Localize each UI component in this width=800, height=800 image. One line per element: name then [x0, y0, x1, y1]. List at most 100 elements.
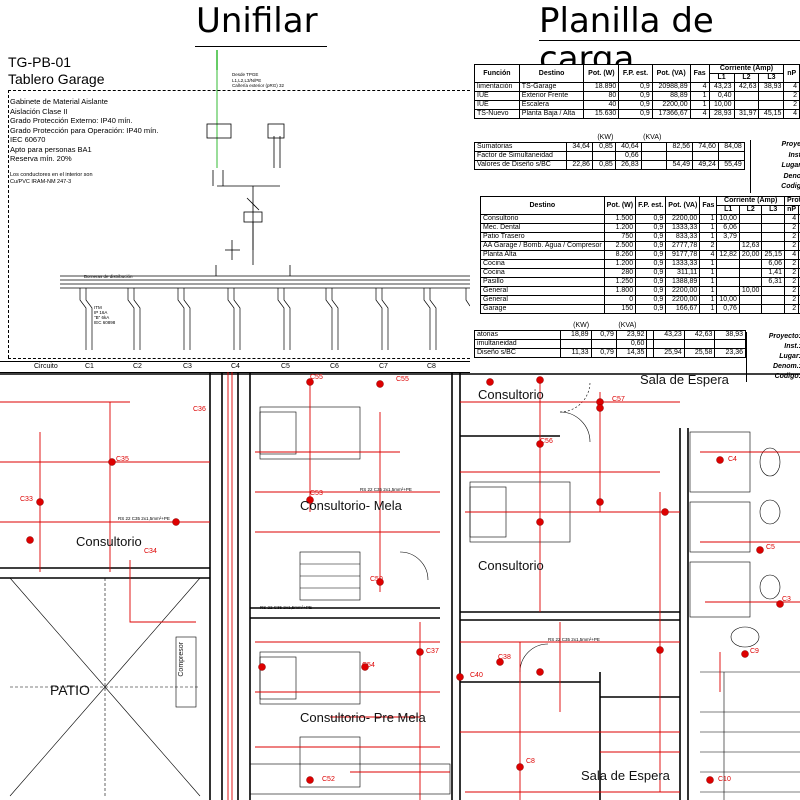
- table-cell: 1333,33: [665, 259, 701, 269]
- table-cell: 10,00: [738, 286, 763, 296]
- table-cell: Diseño s/BC: [474, 348, 561, 358]
- floor-plan: Consultorio Consultorio- Mela Consultori…: [0, 372, 800, 800]
- load-table-2: Destino Pot. (W) F.P. est. Pot. (VA) Fas…: [480, 196, 800, 314]
- board-name: Tablero Garage: [8, 71, 105, 87]
- table-cell: 0,9: [635, 259, 667, 269]
- table-cell: 1: [699, 286, 718, 296]
- table-cell: 1.200: [603, 223, 637, 233]
- table-cell: Consultorio: [480, 214, 605, 224]
- table-cell: 0,79: [590, 348, 617, 358]
- table-cell: 2200,00: [651, 100, 691, 110]
- table-cell: 18,89: [560, 330, 592, 340]
- table-cell: [738, 259, 763, 269]
- circuit-tag: C8: [526, 758, 535, 765]
- spec-line: Grado Protección Externo: IP40 mín.: [10, 116, 133, 125]
- room-label: Consultorio- Mela: [300, 498, 402, 513]
- table-cell: [560, 339, 592, 349]
- tb1-side: Lugar: [781, 162, 800, 169]
- table-cell: 80: [583, 91, 620, 101]
- circuit-tag: C53: [310, 490, 323, 497]
- circuit-tag: C33: [20, 496, 33, 503]
- table-cell: Exterior Frente: [518, 91, 585, 101]
- table-cell: Planta Baja / Alta: [518, 109, 585, 119]
- circuit-tag: C55: [310, 374, 323, 381]
- circuit-tag: C5: [766, 544, 775, 551]
- table-cell: 28,93: [708, 109, 735, 119]
- col-header: L1: [716, 205, 740, 215]
- table-cell: 0,9: [635, 250, 667, 260]
- table-cell: 0,85: [591, 142, 616, 152]
- spec-line: IEC 60670: [10, 135, 46, 144]
- conductor-note: Los conductores en el interior son Cu/PV…: [10, 172, 93, 186]
- col-header: Pot. (W): [583, 64, 620, 83]
- table-cell: 1: [699, 277, 718, 287]
- table-cell: [640, 160, 668, 170]
- tb2-side: Inst.:: [784, 343, 800, 350]
- table-cell: 1: [699, 268, 718, 278]
- units-kw: (KW): [597, 134, 614, 141]
- note-line: Cu/PVC IRAM-NM 247-3: [10, 179, 72, 185]
- table-cell: 26,83: [614, 160, 642, 170]
- table-cell: 2: [783, 223, 800, 233]
- table-cell: 10,00: [716, 214, 740, 224]
- current-header: Corriente (Amp): [716, 196, 785, 206]
- table-header-row: Destino Pot. (W) F.P. est. Pot. (VA) Fas…: [480, 196, 800, 215]
- col-header: L3: [761, 205, 785, 215]
- table-cell: [640, 142, 668, 152]
- circuit-c1: C1: [85, 363, 94, 370]
- table-cell: 2: [783, 259, 800, 269]
- table-cell: 2: [783, 268, 800, 278]
- table-cell: 25,94: [653, 348, 685, 358]
- col-header: L2: [738, 205, 763, 215]
- table-cell: 0,9: [635, 277, 667, 287]
- table-cell: [716, 268, 740, 278]
- table-cell: 25,15: [761, 250, 785, 260]
- circuit-c7: C7: [379, 363, 388, 370]
- table-cell: 0,9: [635, 241, 667, 251]
- table-cell: imultaneidad: [474, 339, 561, 349]
- table-cell: 4: [783, 109, 800, 119]
- table-cell: [646, 348, 655, 358]
- circuit-tag: C38: [498, 654, 511, 661]
- col-header: F.P. est.: [635, 196, 667, 215]
- board-dashed-top: [8, 90, 470, 91]
- table-cell: 82,56: [666, 142, 693, 152]
- circuit-tag: C36: [193, 406, 206, 413]
- table-cell: [758, 91, 785, 101]
- table-cell: 2777,78: [665, 241, 701, 251]
- table-cell: 280: [603, 268, 637, 278]
- table-cell: 45,15: [758, 109, 785, 119]
- table-cell: 42,63: [683, 330, 716, 340]
- circuit-tag: C9: [750, 648, 759, 655]
- table-cell: 0,9: [635, 304, 667, 314]
- table-cell: 1: [689, 100, 710, 110]
- col-header: Destino: [480, 196, 605, 215]
- table-cell: [758, 100, 785, 110]
- table-cell: 0,9: [635, 214, 667, 224]
- table-cell: 1.800: [603, 286, 637, 296]
- circuit-tag: C50: [370, 576, 383, 583]
- table-cell: 14,35: [615, 348, 648, 358]
- circuit-c3: C3: [183, 363, 192, 370]
- table-cell: 2: [783, 304, 800, 314]
- feed-line: Cañería exterior (pRG) 32: [232, 83, 285, 88]
- table-cell: 0,76: [716, 304, 740, 314]
- spec-line: Grado Protección para Operación: IP40 mí…: [10, 125, 159, 135]
- col-header: Función: [474, 64, 520, 83]
- planilla-title: Planilla de carga: [539, 1, 714, 79]
- table-cell: AA Garage / Bomb. Agua / Compresor: [480, 241, 605, 251]
- cable-label: RS 22 C35 2x1,5mm²+PE: [118, 516, 170, 521]
- table-cell: 1,41: [761, 268, 785, 278]
- board-dashed-bottom: [8, 358, 470, 359]
- table-cell: [714, 339, 746, 349]
- table-cell: Cocina: [480, 259, 605, 269]
- unifilar-panel: TG-PB-01 Tablero Garage Gabinete de Mate…: [0, 50, 470, 368]
- tb1-side: Proye: [781, 141, 800, 148]
- table-cell: 6,06: [761, 259, 785, 269]
